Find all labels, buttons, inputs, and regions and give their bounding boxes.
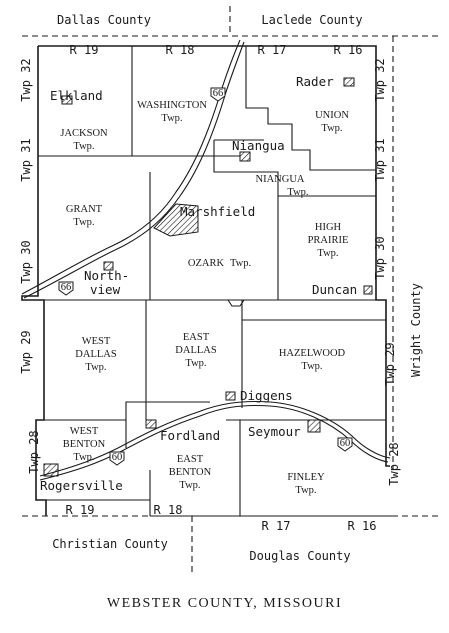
township-name: PRAIRIE	[308, 235, 349, 246]
township-name: GRANT	[66, 204, 103, 215]
town-label-marshfield: Marshfield	[180, 204, 255, 219]
township-name: OZARK	[188, 258, 225, 269]
township-name: Twp.	[73, 452, 94, 463]
township-name: DALLAS	[175, 345, 217, 356]
county-label-dallas: Dallas County	[57, 13, 151, 27]
township-name: DALLAS	[75, 349, 117, 360]
township-name: Twp.	[321, 123, 342, 134]
fordland-symbol	[145, 419, 157, 429]
town-label-rogersville: Rogersville	[40, 478, 123, 493]
township-name: FINLEY	[287, 472, 325, 483]
rogersville-symbol	[43, 463, 59, 477]
township-name: Twp.	[185, 358, 206, 369]
township-name: BENTON	[169, 467, 212, 478]
township-name: BENTON	[63, 439, 106, 450]
township-label-left: Twp 30	[19, 240, 33, 283]
marshfield-symbol	[153, 203, 199, 237]
township-name: EAST	[183, 332, 210, 343]
svg-text:66: 66	[61, 282, 72, 293]
township-name: EAST	[177, 454, 204, 465]
township-name: NIANGUA	[256, 174, 305, 185]
township-name: HIGH	[315, 222, 342, 233]
elkland-symbol	[61, 95, 73, 105]
township-label-right: Twp 31	[373, 138, 387, 181]
duncan-symbol	[363, 285, 373, 295]
township-label-right: Twp 29	[383, 342, 397, 385]
town-label-niangua: Niangua	[232, 138, 285, 153]
town-label-northview: North-	[84, 268, 129, 283]
township-name: Twp.	[287, 187, 308, 198]
township-name: UNION	[315, 110, 349, 121]
range-label-bottom: R 16	[348, 519, 377, 533]
range-label-top: R 18	[166, 43, 195, 57]
county-outline	[21, 45, 390, 516]
diggens-symbol	[225, 391, 236, 401]
range-label-bottom: R 18	[154, 503, 183, 517]
township-name: WASHINGTON	[137, 100, 207, 111]
township-name: Twp.	[73, 141, 94, 152]
township-label-right: Twp 28	[387, 442, 401, 485]
rader-symbol	[343, 77, 355, 87]
route-66-road-a	[23, 41, 245, 299]
township-name: Twp.	[85, 362, 106, 373]
township-label-left: Twp 28	[27, 430, 41, 473]
range-label-bottom: R 19	[66, 503, 95, 517]
county-label-douglas: Douglas County	[249, 549, 350, 563]
township-name: Twp.	[230, 258, 251, 269]
range-label-top: R 16	[334, 43, 363, 57]
township-label-right: Twp 32	[373, 58, 387, 101]
township-name: WEST	[70, 426, 99, 437]
route-60-road-b	[39, 400, 391, 477]
township-name: Twp.	[295, 485, 316, 496]
township-name: Twp.	[161, 113, 182, 124]
town-label-fordland: Fordland	[160, 428, 220, 443]
town-label-elkland: Elkland	[50, 88, 103, 103]
range-label-top: R 19	[70, 43, 99, 57]
township-name: WEST	[82, 336, 111, 347]
township-name: Twp.	[73, 217, 94, 228]
highway-shield-4: 60	[337, 437, 353, 452]
township-name: Twp.	[179, 480, 200, 491]
seymour-symbol	[307, 419, 321, 433]
township-lines	[36, 46, 392, 517]
county-label-wright: Wright County	[409, 283, 423, 377]
township-label-left: Twp 31	[19, 138, 33, 181]
town-label-rader: Rader	[296, 74, 334, 89]
township-label-right: Twp 30	[373, 236, 387, 279]
township-name: Twp.	[317, 248, 338, 259]
range-label-top: R 17	[258, 43, 287, 57]
township-label-left: Twp 32	[19, 58, 33, 101]
town-label-northview: view	[90, 282, 121, 297]
svg-text:66: 66	[213, 88, 224, 99]
county-label-laclede: Laclede County	[261, 13, 362, 27]
township-name: Twp.	[301, 361, 322, 372]
township-name: JACKSON	[60, 128, 108, 139]
svg-text:60: 60	[340, 438, 351, 449]
township-name: HAZELWOOD	[279, 348, 346, 359]
range-label-bottom: R 17	[262, 519, 291, 533]
svg-text:60: 60	[112, 452, 123, 463]
niangua-symbol	[239, 151, 251, 162]
highway-shield-2: 66	[58, 281, 74, 296]
northview-symbol	[103, 261, 114, 271]
town-label-duncan: Duncan	[312, 282, 357, 297]
town-label-diggens: Diggens	[240, 388, 293, 403]
town-symbols	[43, 77, 373, 477]
township-label-left: Twp 29	[19, 330, 33, 373]
map-title: WEBSTER COUNTY, MISSOURI	[106, 596, 343, 611]
town-label-seymour: Seymour	[248, 424, 301, 439]
county-label-christian: Christian County	[52, 537, 168, 551]
highway-shield-3: 60	[109, 451, 125, 466]
highway-shield-1: 66	[210, 87, 226, 102]
route-66-road-b	[21, 39, 241, 295]
